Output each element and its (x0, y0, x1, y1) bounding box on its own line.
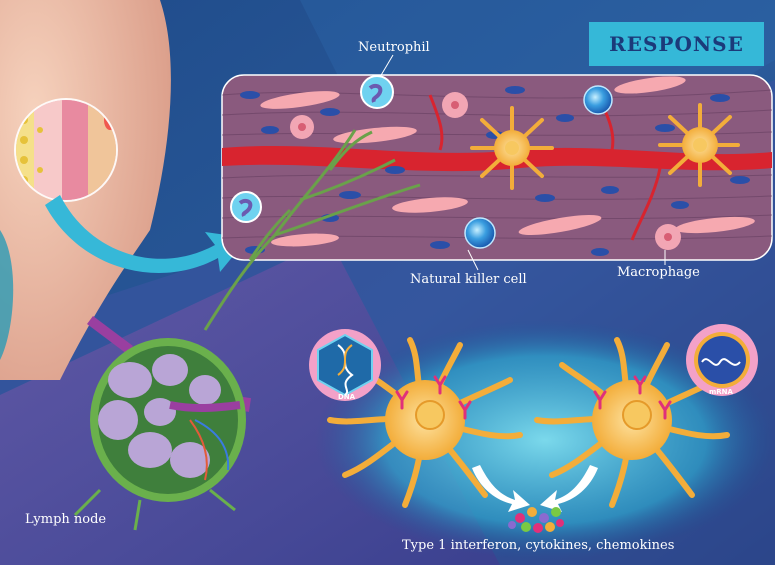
mrna-lipid-icon (686, 324, 758, 396)
label-mrna: mRNA (709, 388, 733, 396)
label-output: Type 1 interferon, cytokines, chemokines (402, 538, 674, 553)
label-dna: DNA (338, 393, 355, 401)
label-natural-killer-cell: Natural killer cell (410, 272, 527, 287)
label-neutrophil: Neutrophil (358, 40, 430, 55)
macrophage-cell-2 (290, 115, 314, 139)
neutrophil-cell-1 (361, 76, 393, 108)
label-macrophage: Macrophage (617, 265, 700, 280)
tissue-panel (222, 73, 772, 260)
neutrophil-cell-2 (231, 192, 261, 222)
title-box: RESPONSE (589, 22, 764, 66)
skin-inset (14, 98, 118, 202)
dendritic-cell-tissue-1 (472, 108, 552, 188)
page-title: RESPONSE (609, 32, 744, 56)
natural-killer-cell-1 (465, 218, 495, 248)
dna-virus-icon (309, 329, 381, 401)
macrophage-cell-1 (442, 92, 468, 118)
macrophage-cell-3 (655, 224, 681, 250)
natural-killer-cell-2 (584, 86, 612, 114)
label-lymph-node: Lymph node (25, 512, 106, 527)
